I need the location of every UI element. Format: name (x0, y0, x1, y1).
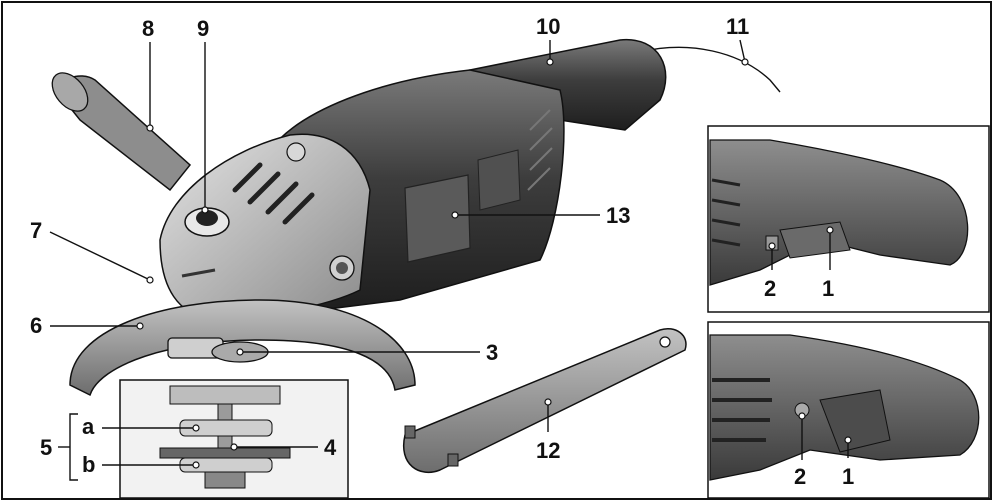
angle-grinder-icon (51, 39, 667, 397)
callout-labels: 8 9 10 11 13 7 6 3 4 12 5 a b 1 2 1 2 (30, 14, 854, 489)
label-1-bottom: 1 (842, 464, 854, 489)
label-b: b (82, 452, 95, 477)
nameplate (404, 174, 471, 263)
head-marking (181, 268, 216, 278)
label-1-top: 1 (822, 276, 834, 301)
spindle-lock-button (196, 210, 218, 226)
handle-thread-hole (336, 262, 348, 274)
flange-detail-icon (159, 385, 291, 489)
switch-detail-bottom-icon (709, 334, 980, 481)
label-2-top: 2 (764, 276, 776, 301)
label-9: 9 (197, 16, 209, 41)
label-a: a (82, 414, 95, 439)
nameplate-secondary (477, 149, 521, 211)
label-6: 6 (30, 313, 42, 338)
label-4: 4 (324, 435, 337, 460)
rear-handle (467, 39, 667, 131)
label-11: 11 (726, 14, 749, 39)
label-8: 8 (142, 16, 154, 41)
head-screw (286, 142, 306, 162)
label-3: 3 (486, 340, 498, 365)
label-2-bottom: 2 (794, 464, 806, 489)
label-12: 12 (536, 438, 560, 463)
power-cord (639, 46, 781, 93)
label-13: 13 (606, 203, 630, 228)
auxiliary-handle-end (51, 72, 89, 112)
label-7: 7 (30, 218, 42, 243)
label-10: 10 (536, 14, 560, 39)
leader-lines (49, 39, 849, 481)
head-vents (232, 162, 315, 225)
leader-dots (136, 58, 852, 469)
label-5: 5 (40, 435, 52, 460)
motor-vents (527, 109, 553, 191)
